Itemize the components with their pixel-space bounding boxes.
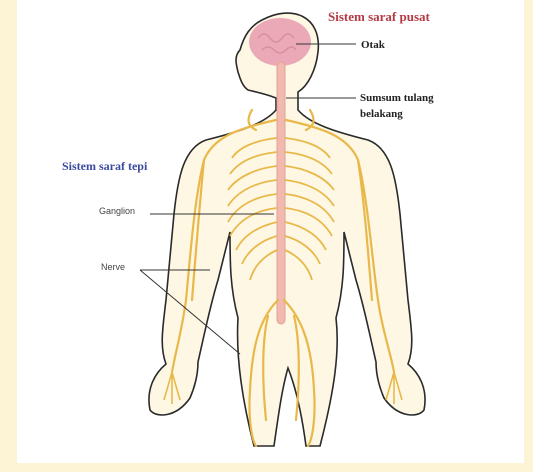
central-nervous-system-label: Sistem saraf pusat: [328, 10, 430, 24]
peripheral-nervous-system-label: Sistem saraf tepi: [62, 160, 147, 173]
nerve-label: Nerve: [101, 263, 125, 273]
ganglion-label: Ganglion: [99, 207, 135, 217]
spinal-cord-label-line1: Sumsum tulang: [360, 92, 434, 104]
brain: [249, 18, 311, 66]
spinal-cord-label-line2: belakang: [360, 108, 403, 120]
brain-label: Otak: [361, 39, 385, 51]
spinal-cord: [277, 62, 285, 324]
body-outline: [149, 13, 425, 446]
